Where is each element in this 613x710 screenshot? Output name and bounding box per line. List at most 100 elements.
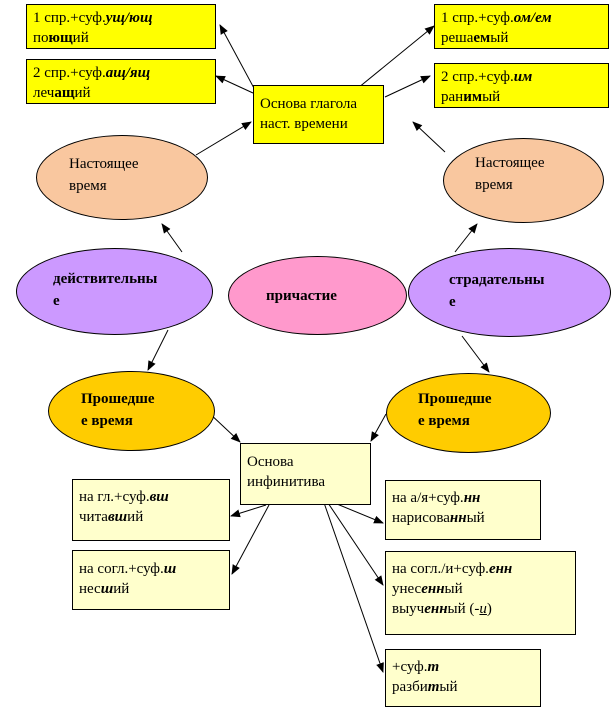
passive-line2: е: [449, 294, 456, 310]
arrow-right-to-past: [461, 335, 490, 373]
arrow-stem-to-b8: [323, 496, 384, 586]
suffix-box-rule: на а/я+суф.: [392, 490, 464, 506]
example-word-part: ий: [74, 85, 91, 101]
suffix-text: ущ/ющ: [105, 10, 153, 26]
present-tense-oval-active: Настоящее время: [36, 135, 208, 220]
example-word-part: ый (-: [447, 601, 480, 617]
suffix-box-past-passive-2: на согл./и+суф.енн унесенный выученный (…: [385, 551, 576, 635]
example-word-suffix: т: [427, 679, 440, 695]
infinitive-stem-line1: Основа: [247, 454, 294, 470]
example-word-part: ый: [466, 510, 485, 526]
arrow-stem-to-b1: [219, 24, 256, 91]
suffix-box-rule: на гл.+суф.: [79, 489, 150, 505]
present-right-line2: время: [475, 177, 513, 193]
arrow-left-to-present: [161, 223, 183, 253]
example-word-part: ый: [444, 581, 463, 597]
example-word-part: разби: [392, 679, 428, 695]
arrow-stem-to-b3: [357, 25, 435, 89]
example-word-suffix: вш: [107, 509, 128, 525]
present-left-line1: Настоящее: [69, 156, 139, 172]
suffix-box-rule: 2 спр.+суф.: [441, 69, 514, 85]
suffix-box-present-passive-1: 1 спр.+суф.ом/ем решаемый: [434, 4, 609, 49]
suffix-text: нн: [463, 490, 481, 506]
participle-center-oval: причастие: [228, 256, 407, 335]
example-word-part: леч: [33, 85, 55, 101]
example-word-part: чита: [79, 509, 108, 525]
present-tense-oval-passive: Настоящее время: [443, 138, 604, 223]
passive-participle-oval: страдательны е: [408, 248, 611, 337]
suffix-box-rule: 1 спр.+суф.: [33, 10, 106, 26]
example-vowel: и: [479, 601, 487, 617]
arrow-stem-to-b5: [230, 504, 267, 518]
suffix-box-rule: 1 спр.+суф.: [441, 10, 514, 26]
arrow-right-to-present: [454, 223, 478, 253]
example-word-suffix: енн: [421, 581, 445, 597]
example-word-suffix: енн: [424, 601, 448, 617]
example-word-part: ий: [72, 30, 89, 46]
example-word-suffix: ем: [473, 30, 491, 46]
suffix-text: ш: [163, 561, 177, 577]
example-word-part: ий: [113, 581, 130, 597]
arrow-past-right-to-stem: [370, 413, 387, 442]
arrow-stem-to-b6: [231, 504, 270, 575]
past-tense-oval-passive: Прошедше е время: [386, 373, 551, 453]
example-word-part: ый: [490, 30, 509, 46]
arrow-stem-to-b4: [384, 75, 431, 98]
suffix-text: т: [427, 659, 440, 675]
present-stem-box: Основа глагола наст. времени: [253, 85, 384, 144]
past-left-line2: е время: [81, 413, 133, 429]
example-word-suffix: им: [463, 89, 483, 105]
present-stem-line1: Основа глагола: [260, 96, 358, 112]
suffix-text: енн: [488, 561, 513, 577]
past-tense-oval-active: Прошедше е время: [48, 371, 215, 451]
suffix-box-rule: +суф.: [392, 659, 428, 675]
past-right-line2: е время: [418, 413, 470, 429]
infinitive-stem-line2: инфинитива: [247, 474, 325, 490]
active-line1: действительны: [53, 271, 158, 287]
example-word-suffix: ащ: [54, 85, 75, 101]
suffix-text: ом/ем: [513, 10, 552, 26]
present-right-line1: Настоящее: [475, 155, 545, 171]
arrow-left-to-past: [147, 329, 169, 371]
active-line2: е: [53, 293, 60, 309]
arrow-present-left-to-stem: [195, 121, 252, 156]
suffix-box-rule: на согл./и+суф.: [392, 561, 489, 577]
suffix-box-past-passive-1: на а/я+суф.нн нарисованный: [385, 480, 541, 540]
arrow-stem-to-b9: [321, 496, 384, 673]
arrow-stem-to-b2: [215, 75, 254, 94]
infinitive-stem-box: Основа инфинитива: [240, 443, 371, 505]
example-word-part: ый: [482, 89, 501, 105]
suffix-box-rule: на согл.+суф.: [79, 561, 164, 577]
suffix-text: им: [513, 69, 533, 85]
suffix-box-past-active-2: на согл.+суф.ш несший: [72, 550, 230, 610]
example-word-part: выуч: [392, 601, 425, 617]
suffix-text: ащ/ящ: [105, 65, 151, 81]
passive-line1: страдательны: [449, 272, 545, 288]
example-word-part: ран: [441, 89, 464, 105]
suffix-box-past-active-1: на гл.+суф.вш читавший: [72, 479, 230, 541]
participle-label: причастие: [266, 288, 337, 304]
example-word-part: ый: [439, 679, 458, 695]
active-participle-oval: действительны е: [16, 248, 213, 335]
example-word-part: ий: [127, 509, 144, 525]
present-stem-line2: наст. времени: [260, 116, 348, 132]
example-word-suffix: ш: [100, 581, 114, 597]
example-word-suffix: нн: [449, 510, 467, 526]
suffix-box-past-passive-3: +суф.т разбитый: [385, 649, 541, 707]
example-word-part: по: [33, 30, 49, 46]
arrow-present-right-to-stem: [412, 121, 446, 153]
example-word-part: реша: [441, 30, 474, 46]
example-word-part: унес: [392, 581, 422, 597]
example-word-part: нес: [79, 581, 101, 597]
past-right-line1: Прошедше: [418, 391, 492, 407]
example-word-part: нарисова: [392, 510, 450, 526]
suffix-box-rule: 2 спр.+суф.: [33, 65, 106, 81]
suffix-text: вш: [149, 489, 169, 505]
past-left-line1: Прошедше: [81, 391, 155, 407]
suffix-box-present-active-2: 2 спр.+суф.ащ/ящ лечащий: [26, 59, 216, 104]
example-word-part: ): [486, 601, 492, 617]
suffix-box-present-active-1: 1 спр.+суф.ущ/ющ поющий: [26, 4, 216, 49]
present-left-line2: время: [69, 178, 107, 194]
suffix-box-present-passive-2: 2 спр.+суф.им ранимый: [434, 63, 609, 108]
